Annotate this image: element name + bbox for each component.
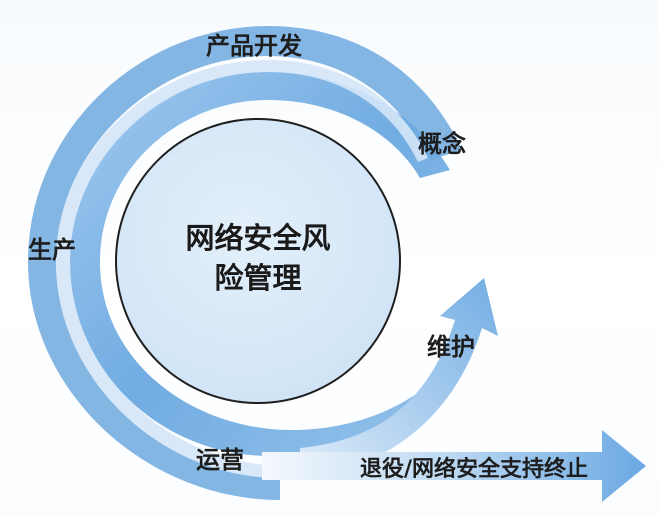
center-title-line2: 险管理 <box>214 261 301 295</box>
retirement-arrow <box>262 430 646 502</box>
center-circle <box>115 118 401 404</box>
stage-label-development: 产品开发 <box>206 32 302 60</box>
stage-label-retirement: 退役/网络安全支持终止 <box>360 456 588 482</box>
stage-label-operations: 运营 <box>196 446 244 474</box>
stage-label-maintenance: 维护 <box>427 333 475 361</box>
stage-label-concept: 概念 <box>418 130 466 158</box>
stage-label-production: 生产 <box>28 236 76 264</box>
center-title-line1: 网络安全风 <box>185 221 330 255</box>
